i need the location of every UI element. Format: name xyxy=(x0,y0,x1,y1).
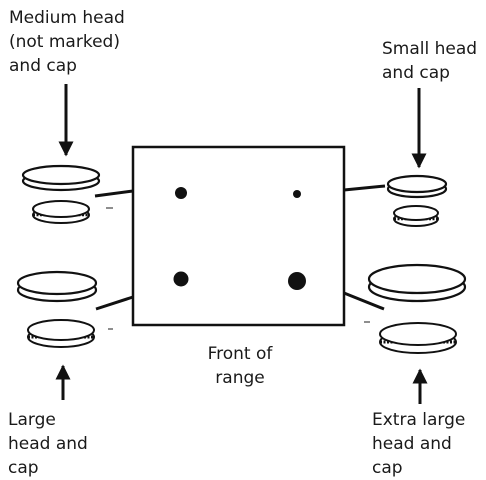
label-line: Large xyxy=(8,410,56,430)
label-line: Front of xyxy=(207,344,273,364)
label-small-head-and-cap: Small head and cap xyxy=(382,37,477,85)
burner-left-rear xyxy=(175,187,187,199)
label-medium-head-and-cap: Medium head (not marked) and cap xyxy=(9,6,125,78)
label-line: (not marked) xyxy=(9,32,120,52)
burner-left-front xyxy=(173,271,189,287)
label-line: head and xyxy=(372,434,452,454)
label-extra-large-head-and-cap: Extra large head and cap xyxy=(372,408,465,480)
label-line: head and xyxy=(8,434,88,454)
label-line: Medium head xyxy=(9,8,125,28)
large-burner-head xyxy=(16,270,98,303)
leader-line-top-right xyxy=(343,184,386,192)
label-line: range xyxy=(215,368,265,388)
extra-large-burner-cap xyxy=(379,322,457,354)
extra-large-burner-head xyxy=(367,263,467,303)
label-line: cap xyxy=(372,458,403,478)
small-burner-head xyxy=(386,174,448,199)
label-line: cap xyxy=(8,458,39,478)
burner-right-front xyxy=(288,272,306,290)
large-burner-cap xyxy=(27,319,95,348)
label-line: Small head xyxy=(382,39,478,59)
label-line: and cap xyxy=(382,63,450,83)
medium-burner-head xyxy=(21,164,101,192)
label-front-of-range: Front of range xyxy=(200,342,280,390)
label-line: Extra large xyxy=(372,410,466,430)
burner-right-rear xyxy=(293,190,301,198)
label-large-head-and-cap: Large head and cap xyxy=(8,408,88,480)
medium-burner-cap xyxy=(32,200,90,224)
leader-line-top-left xyxy=(94,189,134,198)
label-line: and cap xyxy=(9,56,77,76)
cooktop-outline xyxy=(131,145,346,327)
small-burner-cap xyxy=(393,205,439,227)
leader-line-bottom-left xyxy=(95,295,134,311)
leader-line-bottom-right xyxy=(343,291,385,311)
